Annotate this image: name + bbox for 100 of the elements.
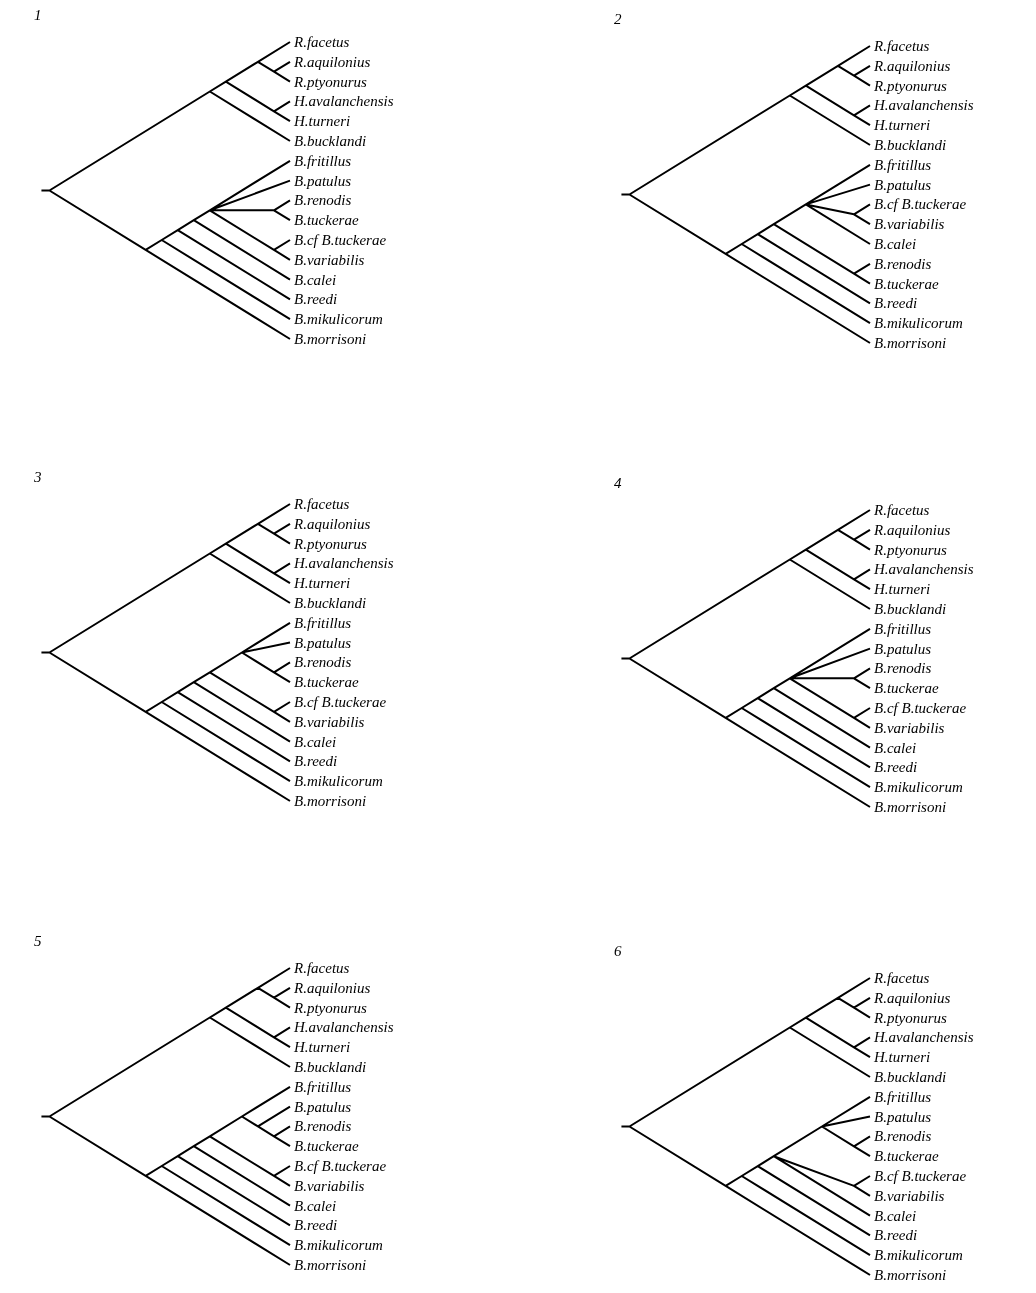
taxon-label: B.mikulicorum bbox=[874, 314, 963, 334]
taxon-label: B.reedi bbox=[294, 1216, 338, 1236]
taxon-label: B.tuckerae bbox=[294, 1137, 359, 1157]
taxon-label: B.calei bbox=[874, 738, 917, 758]
taxon-label: H.avalanchensis bbox=[874, 560, 974, 580]
taxon-label: B.calei bbox=[294, 732, 337, 752]
taxon-label: B.renodis bbox=[874, 659, 932, 679]
taxon-label: B.fritillus bbox=[294, 151, 352, 171]
taxon-label: H.avalanchensis bbox=[294, 92, 394, 112]
taxon-label: B.tuckerae bbox=[874, 1147, 939, 1167]
taxon-label: B.fritillus bbox=[874, 619, 932, 639]
taxon-label: B.morrisoni bbox=[294, 792, 367, 811]
taxon-label: B.cf B.tuckerae bbox=[294, 231, 387, 250]
taxon-label: B.cf B.tuckerae bbox=[874, 1167, 967, 1186]
taxon-label: B.bucklandi bbox=[294, 1058, 367, 1077]
taxon-label: B.reedi bbox=[294, 752, 338, 772]
taxon-label: R.ptyonurus bbox=[874, 1008, 947, 1028]
taxon-label: B.mikulicorum bbox=[874, 1246, 963, 1266]
taxon-label: B.tuckerae bbox=[294, 673, 359, 693]
taxon-label: H.turneri bbox=[874, 580, 931, 600]
taxon-label: R.aquilonius bbox=[294, 514, 371, 534]
taxon-label: B.fritillus bbox=[294, 1077, 352, 1097]
taxon-label: B.patulus bbox=[874, 1107, 932, 1127]
taxon-label: B.bucklandi bbox=[874, 1068, 947, 1087]
taxon-label: B.calei bbox=[294, 1196, 337, 1216]
taxon-label: R.facetus bbox=[294, 33, 350, 52]
taxon-label: B.renodis bbox=[874, 254, 932, 274]
taxon-label: B.variabilis bbox=[294, 1176, 365, 1196]
taxon-label: R.facetus bbox=[874, 969, 930, 988]
taxon-label: R.aquilonius bbox=[874, 988, 951, 1008]
taxon-label: H.turneri bbox=[294, 574, 351, 594]
taxon-label: B.bucklandi bbox=[294, 594, 367, 613]
taxon-label: R.ptyonurus bbox=[294, 72, 367, 92]
taxon-label: B.morrisoni bbox=[874, 798, 947, 817]
taxon-label: R.facetus bbox=[294, 959, 350, 978]
taxon-label: B.morrisoni bbox=[294, 1256, 367, 1275]
taxon-label: H.turneri bbox=[294, 1038, 351, 1058]
taxon-label: B.renodis bbox=[294, 1117, 352, 1137]
taxon-label: B.patulus bbox=[874, 175, 932, 195]
taxon-label: B.calei bbox=[874, 1206, 917, 1226]
taxon-label: B.variabilis bbox=[874, 215, 945, 235]
taxon-label: B.morrisoni bbox=[874, 1266, 947, 1285]
taxon-label: B.variabilis bbox=[874, 718, 945, 738]
taxon-label: B.renodis bbox=[294, 191, 352, 211]
taxon-label: B.fritillus bbox=[874, 1087, 932, 1107]
taxon-label: B.cf B.tuckerae bbox=[294, 693, 387, 712]
taxon-label: B.fritillus bbox=[874, 155, 932, 175]
taxon-label: H.avalanchensis bbox=[294, 1018, 394, 1038]
taxon-label: B.mikulicorum bbox=[294, 1236, 383, 1256]
taxon-label: B.bucklandi bbox=[874, 136, 947, 155]
taxon-label: B.reedi bbox=[874, 758, 918, 778]
taxon-label: B.renodis bbox=[294, 653, 352, 673]
taxon-label: H.avalanchensis bbox=[874, 1028, 974, 1048]
taxon-label: B.morrisoni bbox=[294, 330, 367, 349]
taxon-label: B.morrisoni bbox=[874, 334, 947, 353]
taxon-label: B.patulus bbox=[874, 639, 932, 659]
taxon-label: B.patulus bbox=[294, 171, 352, 191]
taxon-label: R.ptyonurus bbox=[294, 998, 367, 1018]
taxon-label: R.aquilonius bbox=[874, 56, 951, 76]
taxon-label: R.facetus bbox=[294, 495, 350, 514]
taxon-label: B.cf B.tuckerae bbox=[874, 195, 967, 215]
taxon-label: R.facetus bbox=[874, 37, 930, 56]
taxon-label: B.mikulicorum bbox=[874, 778, 963, 798]
taxon-label: R.aquilonius bbox=[874, 520, 951, 540]
taxon-label: B.tuckerae bbox=[294, 211, 359, 231]
taxon-label: B.calei bbox=[294, 270, 337, 290]
taxon-label: B.fritillus bbox=[294, 613, 352, 633]
taxon-label: B.cf B.tuckerae bbox=[294, 1157, 387, 1176]
taxon-label: B.patulus bbox=[294, 633, 352, 653]
taxon-label: B.bucklandi bbox=[874, 600, 947, 619]
taxon-label: H.turneri bbox=[294, 112, 351, 132]
taxon-label: B.variabilis bbox=[874, 1186, 945, 1206]
taxon-label: B.mikulicorum bbox=[294, 772, 383, 792]
taxon-label: B.variabilis bbox=[294, 250, 365, 270]
panel-number: 2 bbox=[614, 10, 622, 29]
taxon-label: R.facetus bbox=[874, 501, 930, 520]
taxon-label: H.avalanchensis bbox=[874, 96, 974, 116]
taxon-label: B.tuckerae bbox=[874, 274, 939, 294]
panel-number: 5 bbox=[34, 932, 42, 951]
taxon-label: R.ptyonurus bbox=[294, 534, 367, 554]
panel-number: 3 bbox=[34, 468, 42, 487]
taxon-label: B.reedi bbox=[294, 290, 338, 310]
taxon-label: R.ptyonurus bbox=[874, 540, 947, 560]
taxon-label: B.patulus bbox=[294, 1097, 352, 1117]
taxon-label: B.bucklandi bbox=[294, 132, 367, 151]
panel-number: 6 bbox=[614, 942, 622, 961]
taxon-label: R.aquilonius bbox=[294, 52, 371, 72]
taxon-label: B.calei bbox=[874, 235, 917, 254]
taxon-label: B.reedi bbox=[874, 294, 918, 314]
taxon-label: R.ptyonurus bbox=[874, 76, 947, 96]
taxon-label: B.reedi bbox=[874, 1226, 918, 1246]
taxon-label: R.aquilonius bbox=[294, 978, 371, 998]
taxon-label: B.cf B.tuckerae bbox=[874, 699, 967, 718]
panel-number: 1 bbox=[34, 6, 42, 25]
taxon-label: H.turneri bbox=[874, 1048, 931, 1068]
taxon-label: B.variabilis bbox=[294, 712, 365, 732]
taxon-label: B.renodis bbox=[874, 1127, 932, 1147]
taxon-label: H.turneri bbox=[874, 116, 931, 136]
panel-number: 4 bbox=[614, 474, 622, 493]
taxon-label: B.mikulicorum bbox=[294, 310, 383, 330]
